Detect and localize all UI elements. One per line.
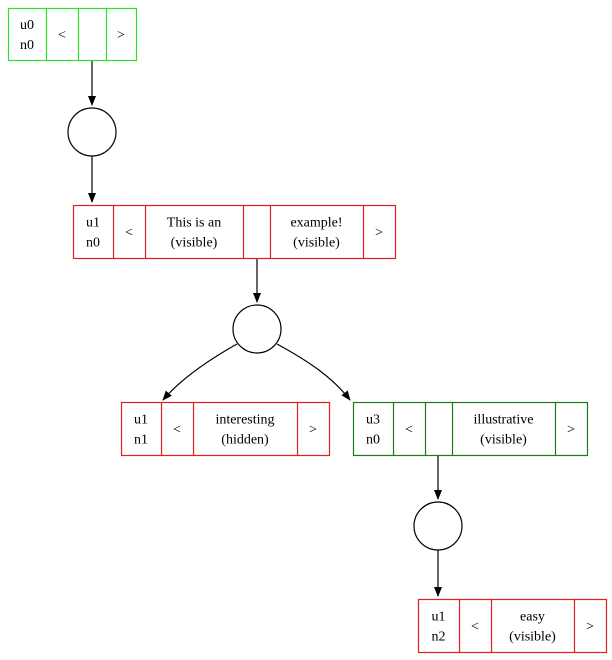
record-node-r1: u1 n0 < This is an (visible) example! (visible…: [72, 204, 397, 260]
junction-node-c1: [232, 304, 282, 354]
record-cell-text: (visible): [509, 630, 556, 645]
record-cell-text: n1: [134, 433, 148, 448]
record-border: [7, 7, 138, 62]
record-cell-text: n0: [20, 38, 34, 53]
record-cell-text: (visible): [293, 236, 340, 251]
record-node-r3: u3 n0 < illustrative (visible) >: [352, 401, 589, 457]
record-cell-text: >: [567, 423, 575, 438]
nodes-layer: u0 n0 < > u1 n0 < This is an (visible) example! (v…: [7, 7, 608, 654]
edges-layer: [88, 60, 442, 597]
record-cell-text: u0: [20, 18, 34, 33]
record-cell-text: easy: [520, 610, 545, 625]
edge-c1-to-r3: [276, 343, 351, 401]
record-border: [72, 204, 397, 260]
record-cell-text: interesting: [215, 413, 274, 428]
record-border: [417, 598, 608, 654]
record-cell-text: >: [586, 620, 594, 635]
record-cell-text: n2: [432, 630, 446, 645]
record-cell-text: u3: [366, 413, 380, 428]
record-cell-text: u1: [432, 610, 446, 625]
record-cell-text: n0: [366, 433, 380, 448]
record-cell-text: >: [309, 423, 317, 438]
record-cell-text: u1: [134, 413, 148, 428]
record-cell-text: n0: [86, 236, 100, 251]
record-cell-text: (visible): [171, 236, 218, 251]
record-border: [120, 401, 331, 457]
record-cell-text: <: [471, 620, 479, 635]
junction-node-c0: [67, 107, 117, 157]
record-cell-text: <: [173, 423, 181, 438]
record-cell-text: <: [58, 28, 66, 43]
record-node-r0: u0 n0 < >: [7, 7, 138, 62]
junction-node-c2: [413, 501, 463, 551]
record-cell-text: (visible): [480, 433, 527, 448]
record-cell-text: >: [375, 226, 383, 241]
record-cell-text: u1: [86, 216, 100, 231]
record-cell-text: (hidden): [221, 433, 269, 448]
record-cell-text: <: [405, 423, 413, 438]
edge-c1-to-r2: [162, 343, 238, 401]
record-border: [352, 401, 589, 457]
record-node-r4: u1 n2 < easy (visible) >: [417, 598, 608, 654]
record-cell-text: >: [117, 28, 125, 43]
record-cell-text: illustrative: [474, 413, 534, 428]
record-cell-text: example!: [290, 216, 342, 231]
record-cell-text: This is an: [167, 216, 221, 231]
record-node-r2: u1 n1 < interesting (hidden) >: [120, 401, 331, 457]
record-cell-text: <: [125, 226, 133, 241]
